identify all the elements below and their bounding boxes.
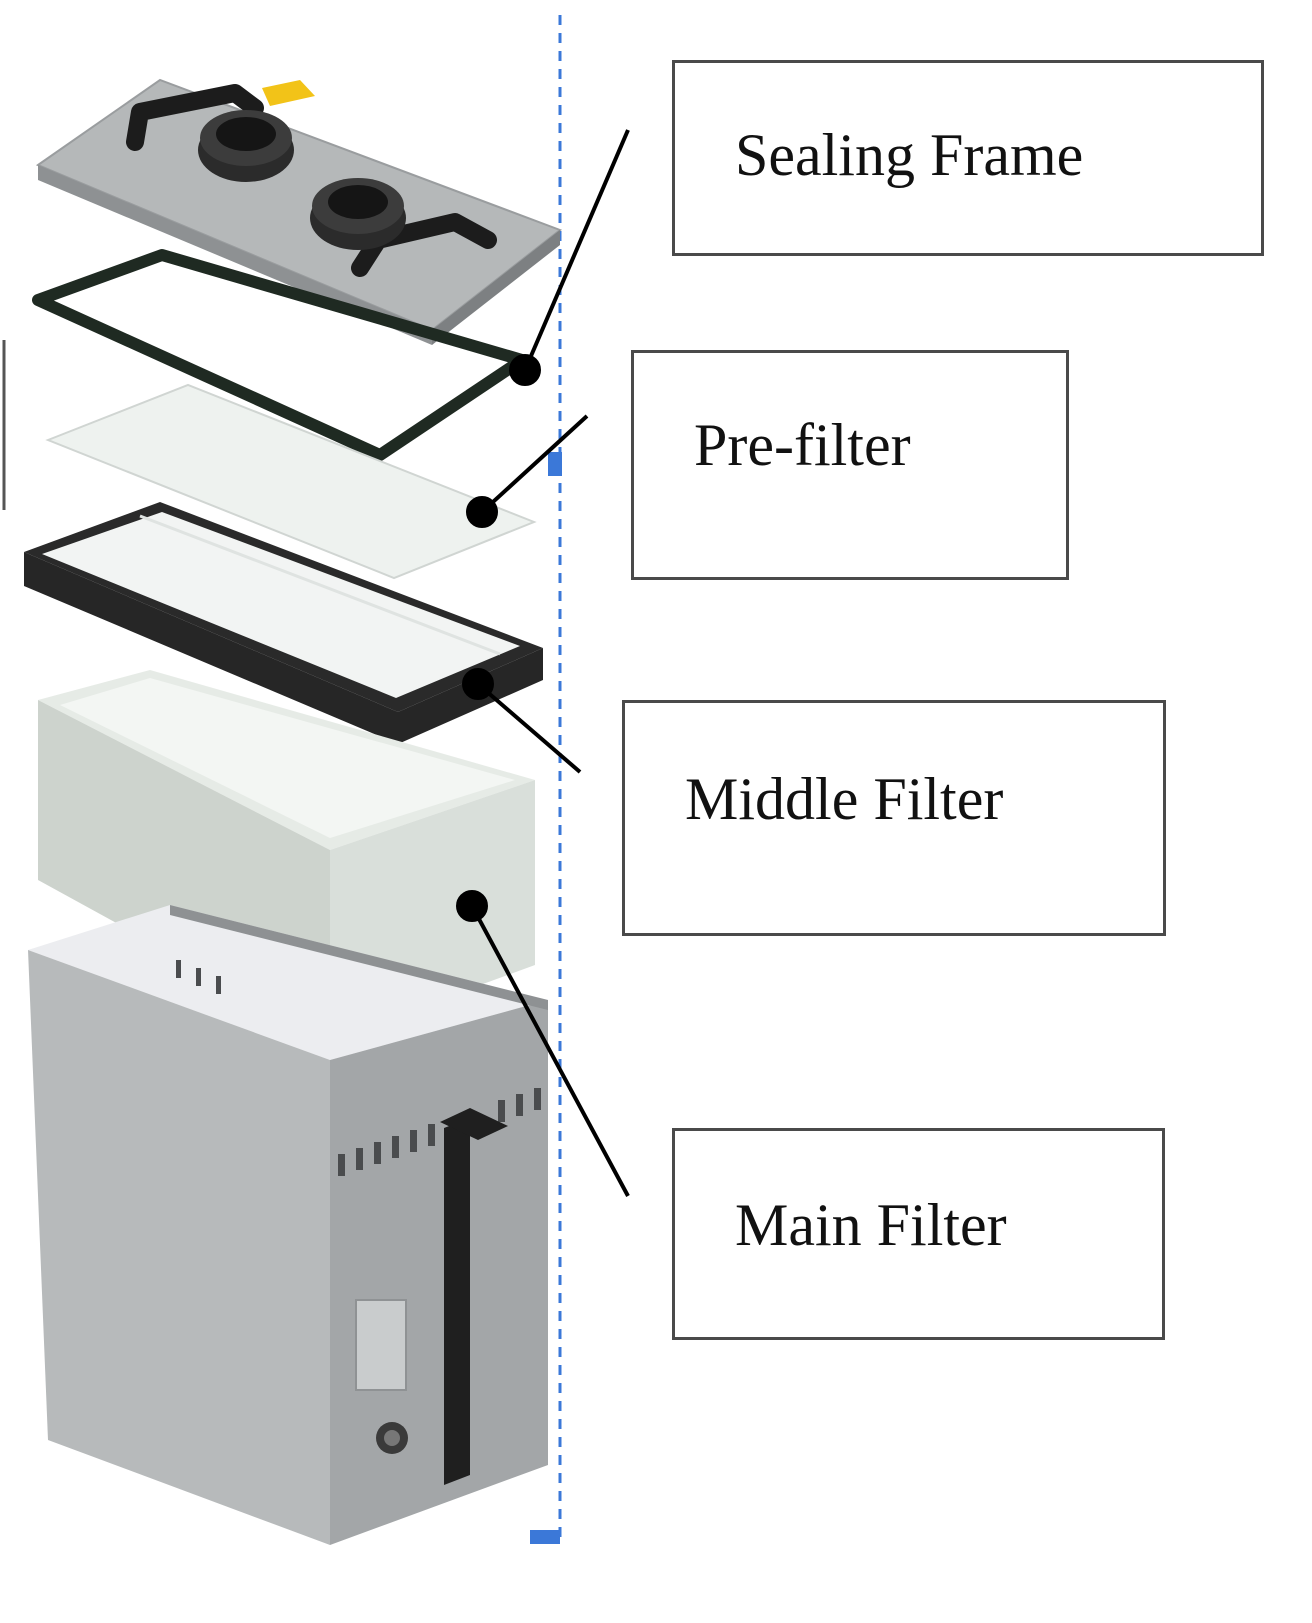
leader-line-sealing-frame (523, 129, 630, 371)
pre-filter-label: Pre-filter (694, 412, 911, 478)
leader-line-main-filter (470, 905, 630, 1197)
sealing-frame-label: Sealing Frame (735, 122, 1084, 188)
sealing-frame-callout: Sealing Frame (672, 60, 1264, 256)
axis-marker-top (548, 452, 562, 476)
middle-filter-callout: Middle Filter (622, 700, 1166, 936)
pre-filter-callout: Pre-filter (631, 350, 1069, 580)
leader-dot-middle-filter (462, 668, 494, 700)
port-icon (376, 1422, 408, 1454)
middle-filter-label: Middle Filter (685, 766, 1004, 832)
main-filter-label: Main Filter (735, 1192, 1007, 1258)
leader-line-middle-filter (476, 682, 582, 774)
vent-slots (176, 960, 541, 1176)
main-filter-callout: Main Filter (672, 1128, 1165, 1340)
pre-filter-sheet (45, 383, 537, 580)
leader-dot-sealing-frame (509, 354, 541, 386)
port-icon (198, 110, 294, 182)
handle-icon (351, 213, 497, 277)
top-lid (35, 78, 563, 345)
rating-plate (355, 1299, 407, 1391)
port-icon (310, 178, 406, 250)
axis-marker-bottom (530, 1530, 560, 1544)
handle-icon (440, 1108, 508, 1485)
leader-dot-main-filter (456, 890, 488, 922)
leader-lines (456, 129, 630, 1197)
lower-housing (28, 905, 548, 1545)
handle-icon (126, 84, 264, 151)
leader-dot-pre-filter (466, 496, 498, 528)
middle-filter-panel (24, 502, 543, 744)
leader-line-pre-filter (480, 414, 589, 514)
